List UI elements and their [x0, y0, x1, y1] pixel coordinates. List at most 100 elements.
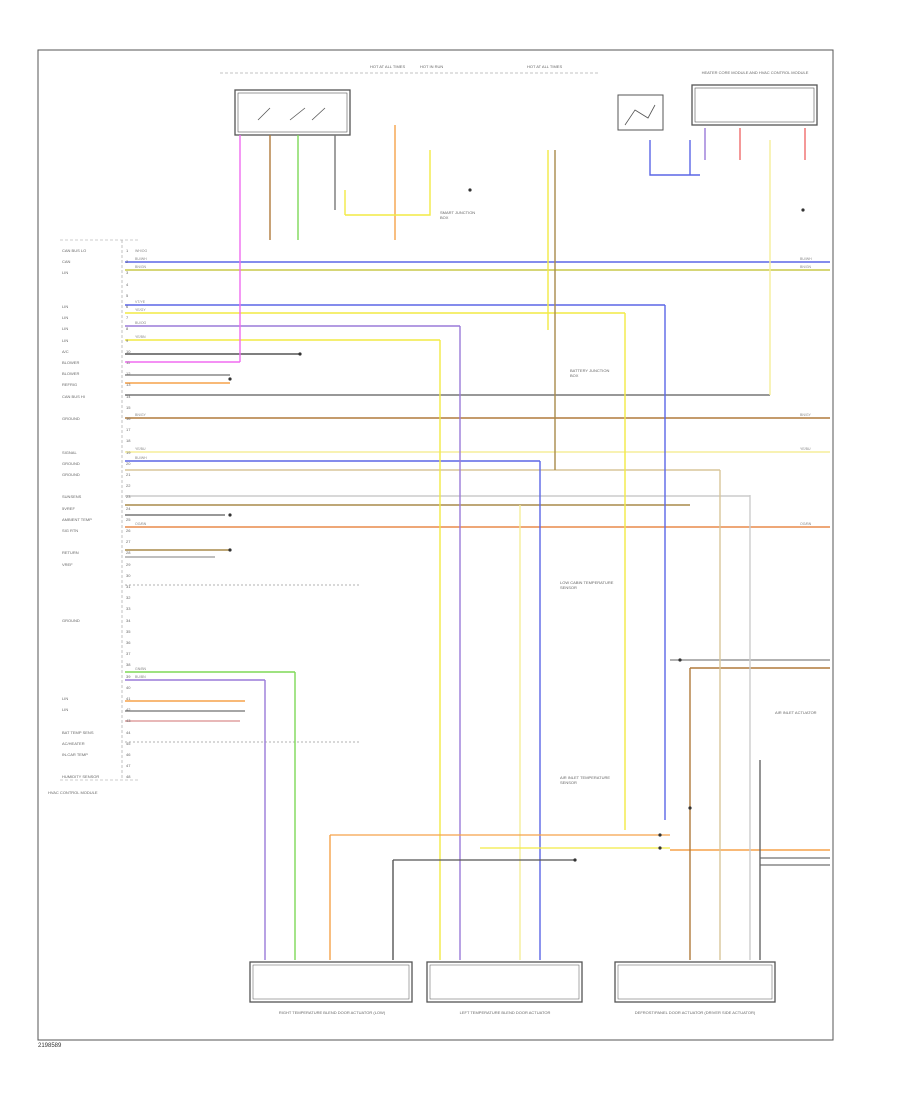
top-label-hvac-module: HEATER CORE MODULE AND HVAC CONTROL MODU…: [701, 70, 809, 75]
hvac-module-inner: [694, 87, 815, 123]
vwire-top-yellow: [345, 150, 431, 216]
pin-label: BAT TEMP SENS: [62, 729, 94, 735]
pin-number: 1: [126, 248, 129, 253]
junction-dot: [658, 833, 662, 837]
tiny-labels: WH/OG BU/WH BN/GN VT/YE YE/GY BU/OG YE/B…: [135, 249, 812, 679]
bottom-component-3: DEFROST/PANEL DOOR ACTUATOR (DRIVER SIDE…: [634, 1010, 756, 1015]
pin-number: 7: [126, 315, 129, 321]
pin-label: LIN: [62, 270, 69, 276]
pin-number: 43: [126, 718, 131, 724]
pin-number: 41: [126, 696, 131, 701]
pin-number: 33: [126, 606, 131, 612]
pin-label: SUNSENS: [62, 494, 82, 500]
note-air-inlet-actuator: AIR INLET ACTUATOR: [775, 710, 817, 715]
pin-number: 24: [126, 505, 131, 511]
right-temp-actuator-inner: [252, 964, 410, 1000]
vertical-wires: [239, 125, 806, 960]
pin-label: LIN: [62, 315, 69, 321]
page-border: [37, 49, 834, 1041]
pin-label: LIN: [62, 304, 69, 309]
junction-dot: [678, 658, 682, 662]
pin-label: AMBIENT TEMP: [62, 516, 92, 522]
junction-dot: [228, 377, 232, 381]
wire-code-label: BU/WH: [135, 257, 147, 261]
pin-number: 32: [126, 595, 131, 601]
wire-code-label: BN/GN: [800, 265, 812, 269]
pin-number: 19: [126, 449, 131, 455]
pin-number: 39: [126, 673, 131, 679]
pin-number: 4: [126, 281, 129, 287]
wire-code-label: BU/OG: [135, 321, 147, 325]
pin-number: 27: [126, 539, 131, 545]
pin-number: 23: [126, 494, 131, 500]
pin-number: 25: [126, 516, 131, 522]
pin-label: LIN: [62, 696, 69, 701]
pin-number: 26: [126, 528, 131, 533]
pin-label: A/C: [62, 348, 69, 354]
left-temp-actuator-inner: [429, 964, 580, 1000]
wire-code-label: BN/GY: [800, 413, 812, 417]
pin-number: 38: [126, 662, 131, 668]
relay-contact: [624, 104, 656, 126]
pin-label: GROUND: [62, 460, 80, 466]
left-temp-actuator-box: [426, 961, 583, 1003]
pin-number: 35: [126, 628, 131, 634]
bottom-connectors: [330, 834, 670, 861]
pin-label: GROUND: [62, 617, 80, 623]
horizontal-wires: [125, 261, 830, 866]
junction-dot: [801, 208, 805, 212]
pin-number: 22: [126, 483, 131, 489]
wire-code-label: GN/BN: [135, 667, 147, 671]
pin-label: GROUND: [62, 472, 80, 477]
top-label-hot-1: HOT AT ALL TIMES: [370, 64, 406, 69]
switch-contact: [311, 107, 326, 121]
wire-code-label: OG/BN: [135, 522, 147, 526]
pin-number: 18: [126, 438, 131, 444]
pin-number: 2: [126, 259, 129, 265]
wire-code-label: YE/BU: [800, 447, 811, 451]
relay-box: [617, 94, 664, 131]
junction-dot: [658, 846, 662, 850]
wire-code-label: BU/WH: [800, 257, 812, 261]
pin-label: CAN BUS HI: [62, 393, 85, 399]
pin-number: 6: [126, 304, 129, 309]
wire-code-label: BN/GY: [135, 413, 147, 417]
pin-number: 10: [126, 348, 131, 354]
pin-number: 34: [126, 617, 131, 623]
blower-switch-box: [234, 89, 351, 136]
top-label-hot-2: HOT AT ALL TIMES: [527, 64, 563, 69]
pin-label: BLOWER: [62, 371, 80, 377]
defrost-actuator-inner: [617, 964, 773, 1000]
junction-dot: [688, 806, 692, 810]
pin-label: 5VREF: [62, 505, 75, 511]
switch-contact: [257, 107, 271, 121]
pin-number: 11: [126, 360, 131, 365]
pin-number: 42: [126, 707, 131, 713]
pin-label: LIN: [62, 337, 69, 343]
pin-number: 45: [126, 740, 131, 746]
wire-code-label: WH/OG: [135, 249, 148, 253]
pin-number: 28: [126, 550, 131, 556]
pin-number: 31: [126, 584, 131, 589]
pin-label: SIG RTN: [62, 528, 79, 533]
pin-label: REFRIG: [62, 382, 78, 388]
pin-number: 47: [126, 763, 131, 769]
pin-number: 36: [126, 640, 131, 645]
pin-number: 15: [126, 404, 131, 410]
junction-dot: [228, 548, 232, 552]
defrost-actuator-box: [614, 961, 776, 1003]
vwire-blue-tr2: [649, 140, 700, 176]
pin-label: HUMIDITY SENSOR: [62, 774, 100, 780]
pin-number: 12: [126, 371, 131, 377]
pin-number: 40: [126, 684, 131, 690]
pin-number: 46: [126, 752, 131, 757]
smart-junction-box-label: SMART JUNCTION BOX: [440, 210, 476, 220]
pin-number: 14: [126, 393, 131, 399]
pin-number: 3: [126, 270, 129, 276]
pin-number: 44: [126, 729, 131, 735]
switch-contact: [289, 107, 306, 121]
pin-label: CAN: [62, 259, 71, 265]
pin-number: 5: [126, 292, 129, 298]
pin-number: 30: [126, 572, 131, 578]
